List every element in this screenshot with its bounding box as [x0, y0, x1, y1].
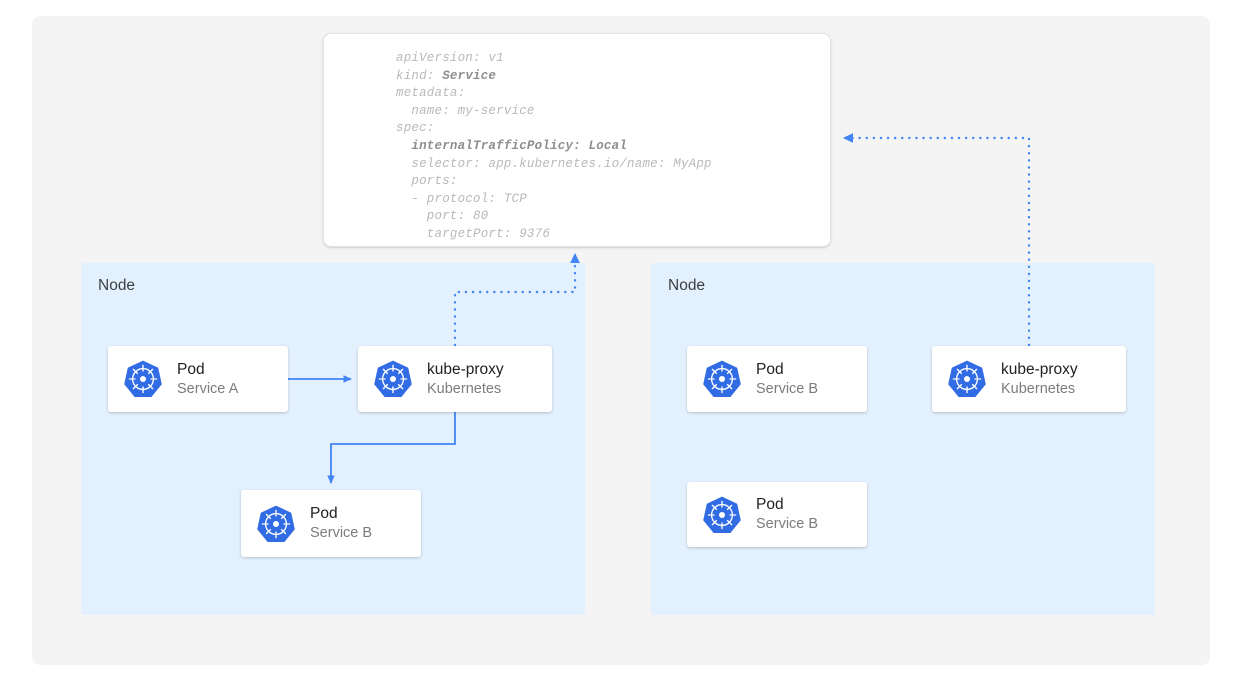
yaml-line-metadata: metadata:: [396, 86, 466, 101]
yaml-line-port: port: 80: [396, 209, 489, 224]
yaml-line-selector: selector: app.kubernetes.io/name: MyApp: [396, 156, 712, 171]
card-title: Pod: [756, 360, 784, 378]
node-label-left: Node: [98, 277, 136, 294]
yaml-line-protocol: - protocol: TCP: [396, 191, 527, 206]
yaml-line-internal-traffic-policy: internalTrafficPolicy: Local: [396, 138, 628, 153]
card-kube-proxy-right[interactable]: kube-proxy Kubernetes: [932, 346, 1126, 412]
node-label-right: Node: [668, 277, 706, 294]
card-text: Pod Service B: [756, 495, 818, 534]
yaml-line-apiversion: apiVersion: v1: [396, 51, 504, 65]
card-title: Pod: [756, 496, 784, 513]
card-pod-service-a[interactable]: Pod Service A: [108, 346, 288, 412]
node-panel-left: Node: [81, 263, 585, 615]
card-title: kube-proxy: [427, 360, 504, 378]
yaml-line-targetport: targetPort: 9376: [396, 226, 551, 241]
kubernetes-icon: [373, 359, 413, 399]
card-subtitle: Service B: [756, 516, 819, 532]
card-title: kube-proxy: [1001, 360, 1078, 378]
kubernetes-icon: [947, 359, 987, 399]
yaml-line-ports: ports:: [396, 174, 458, 189]
service-manifest-text: apiVersion: v1 kind: Service metadata: n…: [396, 50, 712, 244]
card-subtitle: Kubernetes: [427, 380, 502, 397]
kubernetes-icon: [256, 504, 296, 544]
card-text: kube-proxy Kubernetes: [427, 360, 504, 399]
card-text: Pod Service A: [177, 360, 238, 399]
card-text: Pod Service B: [310, 504, 372, 543]
kubernetes-icon: [702, 359, 742, 399]
yaml-line-spec: spec:: [396, 121, 435, 136]
card-subtitle: Service B: [756, 380, 819, 397]
yaml-line-kind-key: kind:: [396, 68, 443, 83]
card-subtitle: Kubernetes: [1001, 380, 1076, 397]
card-title: Pod: [177, 360, 205, 378]
card-subtitle: Service A: [177, 380, 239, 397]
yaml-line-name: name: my-service: [396, 103, 535, 118]
card-title: Pod: [310, 505, 338, 522]
yaml-line-kind-value: Service: [442, 68, 497, 83]
service-manifest-card: apiVersion: v1 kind: Service metadata: n…: [323, 33, 831, 247]
card-text: Pod Service B: [756, 360, 818, 399]
kubernetes-icon: [702, 495, 742, 535]
card-pod-service-b-right-top[interactable]: Pod Service B: [687, 346, 867, 412]
kubernetes-icon: [123, 359, 163, 399]
card-pod-service-b-left[interactable]: Pod Service B: [241, 490, 421, 557]
card-text: kube-proxy Kubernetes: [1001, 360, 1078, 399]
card-subtitle: Service B: [310, 525, 373, 541]
card-kube-proxy-left[interactable]: kube-proxy Kubernetes: [358, 346, 552, 412]
node-panel-right: Node: [651, 263, 1155, 615]
card-pod-service-b-right-bottom[interactable]: Pod Service B: [687, 482, 867, 547]
